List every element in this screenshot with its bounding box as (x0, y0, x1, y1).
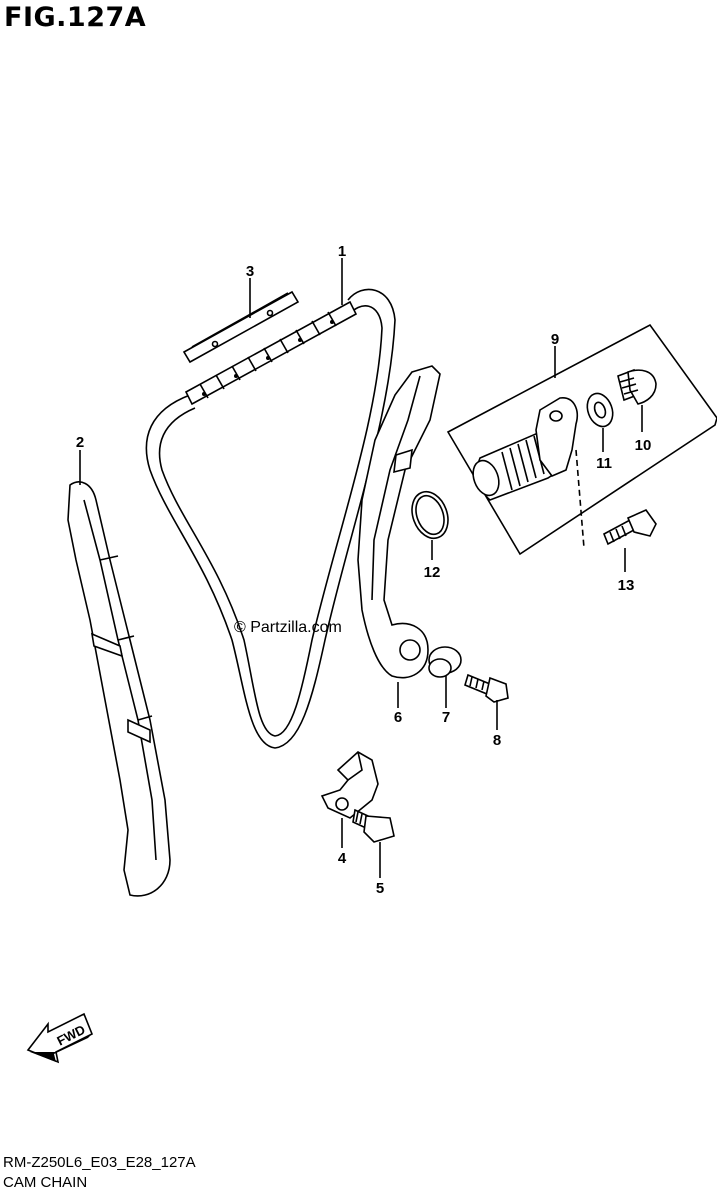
diagram-caption: CAM CHAIN (3, 1174, 88, 1191)
tensioner-body-part[interactable] (469, 397, 585, 549)
cap-bolt-part[interactable] (617, 368, 657, 405)
leader-lines (79, 258, 643, 878)
collar-part[interactable] (428, 646, 462, 678)
diagram-code: RM-Z250L6_E03_E28_127A (3, 1154, 196, 1171)
chain-guide-part[interactable] (67, 481, 171, 897)
callout-2: 2 (76, 434, 84, 451)
tensioner-assembly-box (446, 323, 717, 556)
callout-4: 4 (338, 850, 347, 867)
figure-title: FIG.127A (4, 2, 147, 33)
callout-9: 9 (551, 331, 559, 348)
partzilla-watermark: © Partzilla.com (234, 619, 342, 636)
callout-12: 12 (424, 564, 441, 581)
callout-labels: 1 2 3 4 5 6 7 8 9 10 11 12 13 (76, 243, 652, 897)
callout-5: 5 (376, 880, 384, 897)
tensioner-bolt-part[interactable] (602, 509, 657, 546)
gasket-part[interactable] (583, 390, 617, 430)
o-ring-part[interactable] (406, 487, 454, 544)
callout-8: 8 (493, 732, 501, 749)
fwd-arrow-icon: FWD (26, 1012, 94, 1064)
chain-guide-plate-part[interactable] (182, 290, 300, 364)
tensioner-lever-part[interactable] (357, 365, 441, 679)
lever-bolt-part[interactable] (464, 673, 509, 703)
callout-11: 11 (596, 455, 612, 472)
callout-6: 6 (394, 709, 402, 726)
callout-13: 13 (618, 577, 635, 594)
bracket-bolt-part[interactable] (352, 808, 395, 843)
callout-3: 3 (246, 263, 254, 280)
callout-1: 1 (338, 243, 346, 260)
callout-10: 10 (635, 437, 652, 454)
bracket-part[interactable] (320, 751, 379, 819)
chain-links (184, 300, 358, 406)
callout-7: 7 (442, 709, 450, 726)
cam-chain-part[interactable] (145, 288, 396, 749)
